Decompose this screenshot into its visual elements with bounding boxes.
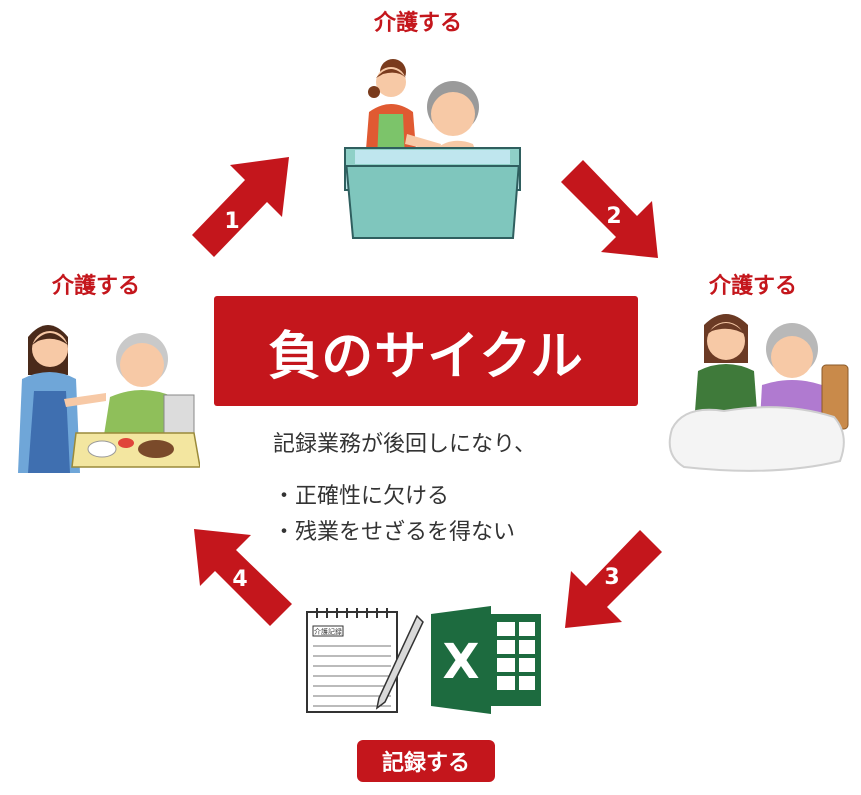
description-bullet-accuracy: ・正確性に欠ける [273,484,450,509]
notebook-pen-icon: 介護記録 [306,608,424,713]
care-label-left: 介護する [52,274,141,299]
excel-icon: X [431,606,541,714]
cycle-title: 負のサイクル [268,326,584,387]
arrow-number-1: 1 [224,209,239,234]
cycle-arrow-3: 3 [565,530,662,628]
bed-care-illustration [668,314,849,472]
care-label-right: 介護する [709,274,798,299]
record-label: 記録する [381,751,470,776]
feeding-care-illustration [18,325,200,473]
notebook-header: 介護記録 [314,627,342,636]
cycle-arrow-2: 2 [561,160,658,258]
description-line: 記録業務が後回しになり、 [273,432,537,457]
bathing-care-illustration [343,59,522,239]
arrow-number-2: 2 [606,204,621,229]
record-badge: 記録する [357,740,495,782]
arrow-number-4: 4 [232,567,247,592]
arrow-number-3: 3 [604,565,619,590]
excel-letter: X [442,634,479,690]
description-bullet-overtime: ・残業をせざるを得ない [273,520,516,545]
cycle-arrow-4: 4 [194,529,292,626]
cycle-title-box: 負のサイクル [214,296,638,406]
care-label-top: 介護する [374,11,463,36]
cycle-arrow-1: 1 [192,157,289,257]
